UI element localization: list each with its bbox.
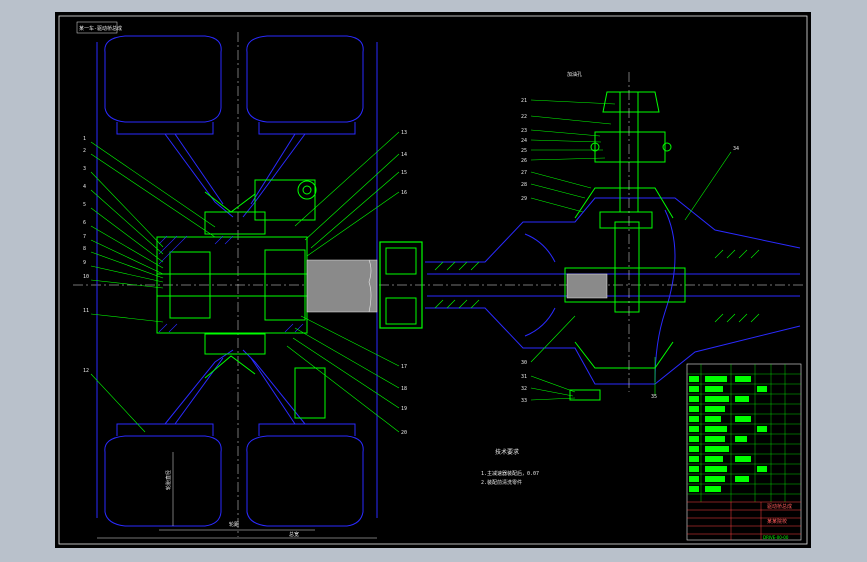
dim-track: 轮距 xyxy=(229,521,239,528)
part-number: 33 xyxy=(521,398,527,404)
part-number: 26 xyxy=(521,158,527,164)
part-number: 13 xyxy=(401,130,407,136)
part-number: 12 xyxy=(83,368,89,374)
tech-line: 2.装配前清洗零件 xyxy=(481,479,522,486)
part-number: 3 xyxy=(83,166,86,172)
dim-vertical: 轮胎直径 xyxy=(165,470,172,490)
part-number: 10 xyxy=(83,274,89,280)
corner-tag: 某一车-驱动桥总成 xyxy=(79,25,122,32)
part-number: 5 xyxy=(83,202,86,208)
differential-gears xyxy=(564,91,686,401)
hub-hatching xyxy=(158,235,304,333)
corner-tag-box xyxy=(76,21,118,34)
part-number: 18 xyxy=(401,386,407,392)
tech-line: 1.主减速器装配后，0.07 xyxy=(481,470,539,477)
part-number: 23 xyxy=(521,128,527,134)
part-number: 24 xyxy=(521,138,527,144)
part-number: 2 xyxy=(83,148,86,154)
top-callout: 加油孔 xyxy=(567,71,582,78)
part-number: 27 xyxy=(521,170,527,176)
sheet-border xyxy=(58,15,808,545)
part-number: 31 xyxy=(521,374,527,380)
title-name: 驱动桥总成 xyxy=(767,503,792,510)
part-labels-hub-right: 13 14 15 16 17 18 19 20 xyxy=(401,130,407,436)
housing-hatching xyxy=(434,249,760,323)
dimension-lines xyxy=(97,452,377,539)
part-number: 17 xyxy=(401,364,407,370)
part-number: 30 xyxy=(521,360,527,366)
part-number: 28 xyxy=(521,182,527,188)
part-number: 8 xyxy=(83,246,86,252)
dim-total: 总宽 xyxy=(289,531,299,538)
part-number: 29 xyxy=(521,196,527,202)
part-labels-diff: 21 22 23 24 25 26 27 28 29 30 31 32 33 3… xyxy=(521,71,739,404)
part-number: 35 xyxy=(651,394,657,400)
part-number: 15 xyxy=(401,170,407,176)
part-number: 32 xyxy=(521,386,527,392)
part-number: 11 xyxy=(83,308,89,314)
part-number: 34 xyxy=(733,146,739,152)
part-number: 9 xyxy=(83,260,86,266)
leader-lines xyxy=(90,99,732,433)
part-labels-left: 1 2 3 4 5 6 7 8 9 10 11 12 xyxy=(83,136,89,374)
title-sub: 某某院校 xyxy=(767,518,787,525)
title-code: DRIVE-00-00 xyxy=(763,535,789,540)
parts-list-table: 驱动桥总成 某某院校 DRIVE-00-00 xyxy=(686,363,802,541)
hub-assembly xyxy=(156,179,326,419)
part-number: 14 xyxy=(401,152,407,158)
part-number: 4 xyxy=(83,184,86,190)
part-number: 1 xyxy=(83,136,86,142)
part-number: 25 xyxy=(521,148,527,154)
drawing-sheet: 某一车-驱动桥总成 xyxy=(55,12,811,548)
part-number: 7 xyxy=(83,234,86,240)
half-shaft xyxy=(306,241,423,329)
assembly-drawing: 某一车-驱动桥总成 xyxy=(58,15,808,545)
shaft-section xyxy=(566,273,608,299)
part-number: 6 xyxy=(83,220,86,226)
part-number: 20 xyxy=(401,430,407,436)
tech-title: 技术要求 xyxy=(495,448,519,456)
axle-housing xyxy=(425,197,801,385)
part-number: 16 xyxy=(401,190,407,196)
part-number: 22 xyxy=(521,114,527,120)
part-number: 21 xyxy=(521,98,527,104)
part-number: 19 xyxy=(401,406,407,412)
